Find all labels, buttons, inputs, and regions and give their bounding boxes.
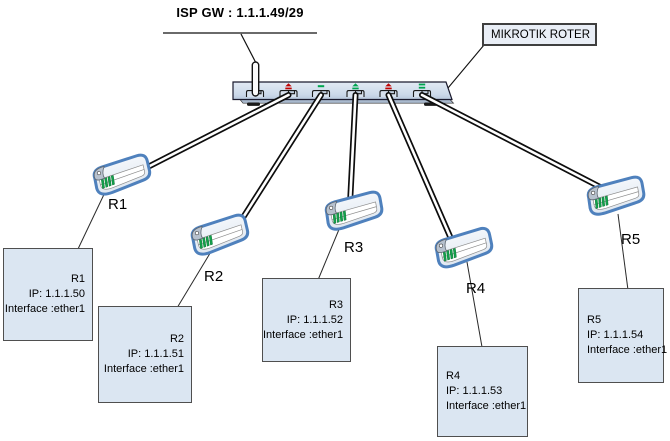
info-box-r1: R1 IP: 1.1.1.50 Interface :ether1 <box>3 248 93 341</box>
ethernet-cables <box>135 92 607 244</box>
switch-foot-left <box>247 102 260 106</box>
info-box-ip: IP: 1.1.1.54 <box>587 329 644 341</box>
mikrotik-switch-device <box>232 61 455 106</box>
info-box-ip: IP: 1.1.1.52 <box>286 313 343 326</box>
info-box-interface: Interface :ether1 <box>4 303 85 315</box>
cable-r3 <box>347 92 359 207</box>
info-box-ip: IP: 1.1.1.51 <box>127 348 184 360</box>
info-box-interface: Interface :ether1 <box>103 363 184 375</box>
info-box-name: R4 <box>446 370 461 382</box>
isp-gateway-title: ISP GW : 1.1.1.49/29 <box>176 5 304 20</box>
port-status-dash-icon <box>418 83 426 89</box>
info-box-r4: R4 IP: 1.1.1.53 Interface :ether1 <box>437 346 528 437</box>
isp-callout-line <box>163 32 317 65</box>
router-device-icon <box>322 189 386 233</box>
device-label-r5: R5 <box>621 231 641 248</box>
device-label-r1: R1 <box>108 196 128 213</box>
cable-r4 <box>385 92 455 244</box>
info-box-r2: R2 IP: 1.1.1.51 Interface :ether1 <box>98 306 192 403</box>
mikrotik-router-label-box: MIKROTIK ROTER <box>482 23 597 46</box>
router-device-icon <box>188 212 252 258</box>
router-device-icon <box>90 152 154 198</box>
info-box-r3: R3 IP: 1.1.1.52 Interface :ether1 <box>262 278 351 362</box>
info-box-interface: Interface :ether1 <box>263 328 344 341</box>
info-box-name: R5 <box>587 314 602 326</box>
device-label-r2: R2 <box>204 268 224 285</box>
mikrotik-router-label: MIKROTIK ROTER <box>491 28 591 41</box>
info-box-ip: IP: 1.1.1.50 <box>28 288 85 300</box>
info-box-r5: R5 IP: 1.1.1.54 Interface :ether1 <box>578 288 668 383</box>
info-box-name: R2 <box>169 333 184 345</box>
device-label-r4: R4 <box>466 280 486 297</box>
cable-r2 <box>234 92 324 230</box>
device-label-r3: R3 <box>344 239 364 256</box>
cable-r5 <box>419 92 607 192</box>
router-device-icon <box>432 225 496 270</box>
antenna-icon <box>251 61 260 97</box>
cable-r1 <box>135 92 292 175</box>
info-box-interface: Interface :ether1 <box>446 400 527 412</box>
port-activity-arrows-icon <box>285 83 426 90</box>
info-box-interface: Interface :ether1 <box>587 344 668 356</box>
info-leader-lines <box>77 185 629 348</box>
mikrotik-callout-line <box>447 44 485 89</box>
port-status-dash-icon <box>317 85 325 88</box>
info-box-name: R1 <box>70 273 85 285</box>
info-box-name: R3 <box>328 298 343 311</box>
info-box-ip: IP: 1.1.1.53 <box>446 385 503 397</box>
